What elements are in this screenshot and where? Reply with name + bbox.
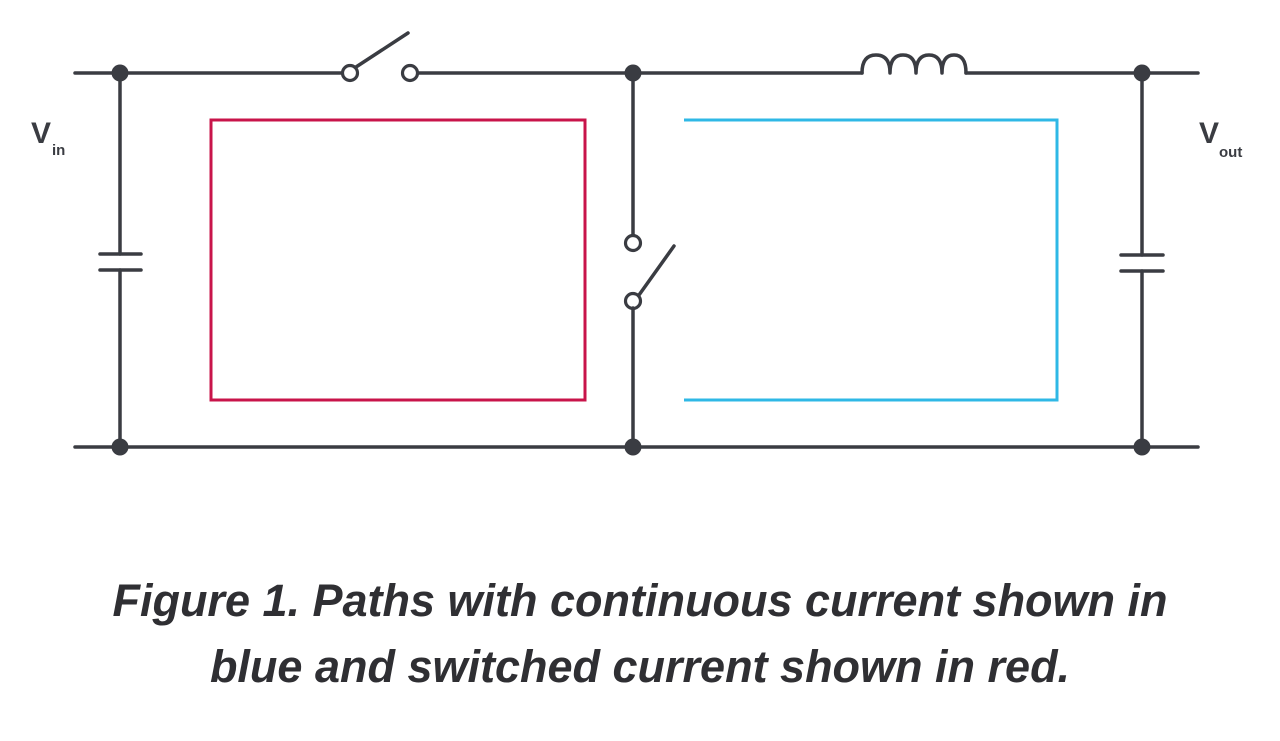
input-capacitor	[98, 71, 143, 449]
junction-node	[624, 64, 642, 82]
high-side-switch-terminal-left	[340, 63, 360, 83]
junction-nodes	[111, 64, 1151, 456]
inductor	[860, 53, 968, 75]
junction-node	[1133, 438, 1151, 456]
vout-label-sub: out	[1219, 144, 1242, 161]
vout-label: V out	[1199, 117, 1242, 161]
junction-node	[111, 438, 129, 456]
vin-label: V in	[31, 117, 65, 159]
junction-node	[624, 438, 642, 456]
figure-caption-line-1: Figure 1. Paths with continuous current …	[112, 575, 1168, 626]
vout-label-main: V	[1199, 117, 1219, 150]
vin-label-sub: in	[52, 142, 65, 159]
high-side-switch	[340, 31, 420, 83]
high-side-switch-terminal-right	[400, 63, 420, 83]
junction-node	[111, 64, 129, 82]
low-side-switch-blade	[637, 244, 676, 297]
junction-node	[1133, 64, 1151, 82]
figure-caption-line-2: blue and switched current shown in red.	[209, 641, 1071, 692]
low-side-switch-terminal-top	[623, 233, 643, 253]
output-capacitor	[1119, 71, 1165, 449]
high-side-switch-blade	[354, 31, 410, 69]
vin-label-main: V	[31, 117, 51, 150]
low-side-switch	[623, 71, 676, 449]
switched-current-path	[209, 118, 587, 402]
figure-caption: Figure 1. Paths with continuous current …	[40, 568, 1240, 700]
continuous-current-path	[684, 118, 1059, 402]
buck-converter-schematic: V in V out	[31, 31, 1242, 456]
